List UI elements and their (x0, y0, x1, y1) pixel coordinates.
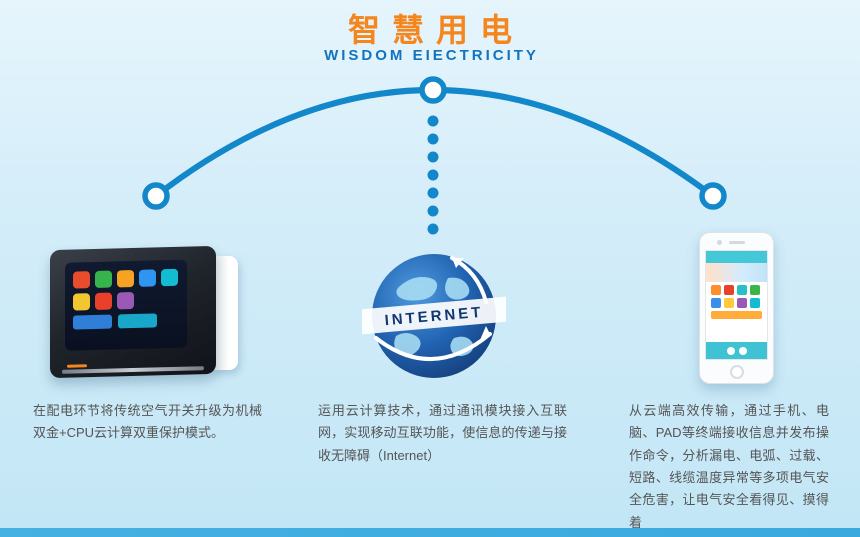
app-icon (750, 285, 760, 295)
internet-banner (359, 296, 509, 335)
phone-screen (705, 250, 768, 360)
device-screen-tile (73, 314, 112, 330)
node-circle-center (419, 76, 447, 104)
device-screen-tile (118, 313, 157, 329)
device-screen-icon (73, 293, 90, 311)
node-circle-left (142, 182, 170, 210)
phone-home-button (729, 365, 744, 379)
device-screen-icon (117, 269, 134, 288)
device-screen-icon (161, 268, 178, 287)
device-screen-icon (139, 269, 156, 287)
app-footer-bar (706, 342, 767, 359)
app-icon (750, 298, 760, 308)
device-screen-icon (95, 270, 112, 288)
device-body (50, 245, 216, 379)
smart-switch-device (50, 245, 238, 380)
smartphone (699, 232, 774, 384)
app-promo-strip (711, 311, 762, 319)
orbit-arrow-heads (452, 258, 490, 340)
chat-bubble-icon (726, 346, 735, 355)
internet-globe: INTERNET (359, 244, 509, 388)
caption-left: 在配电环节将传统空气开关升级为机械双金+CPU云计算双重保护模式。 (33, 403, 262, 441)
app-icon (737, 285, 747, 295)
bottom-accent-band (0, 528, 860, 537)
device-screen-icon (117, 291, 134, 310)
app-icon-grid (706, 282, 767, 309)
device-screen-icon (95, 292, 112, 310)
caption-center: 运用云计算技术，通过通讯模块接入互联网，实现移动互联功能，使信息的传递与接收无障… (318, 403, 567, 463)
page-subtitle: WISDOM EIECTRICITY (324, 47, 539, 64)
app-header-bar (706, 251, 767, 263)
app-icon (737, 298, 747, 308)
app-banner (706, 263, 767, 282)
phone-speaker (728, 241, 745, 244)
node-circle-right (699, 182, 727, 210)
app-icon (711, 298, 721, 308)
phone-camera-icon (717, 240, 722, 245)
dotted-connector (427, 115, 439, 235)
page-title: 智慧用电 (347, 12, 524, 48)
device-screen-icon (73, 271, 90, 289)
device-touchscreen (65, 259, 187, 351)
chat-bubble-icon (738, 346, 747, 355)
device-brand-mark (67, 364, 87, 368)
app-icon (711, 285, 721, 295)
app-icon (724, 285, 734, 295)
app-icon (724, 298, 734, 308)
caption-right: 从云端高效传输，通过手机、电脑、PAD等终端接收信息并发布操作命令，分析漏电、电… (629, 403, 829, 530)
